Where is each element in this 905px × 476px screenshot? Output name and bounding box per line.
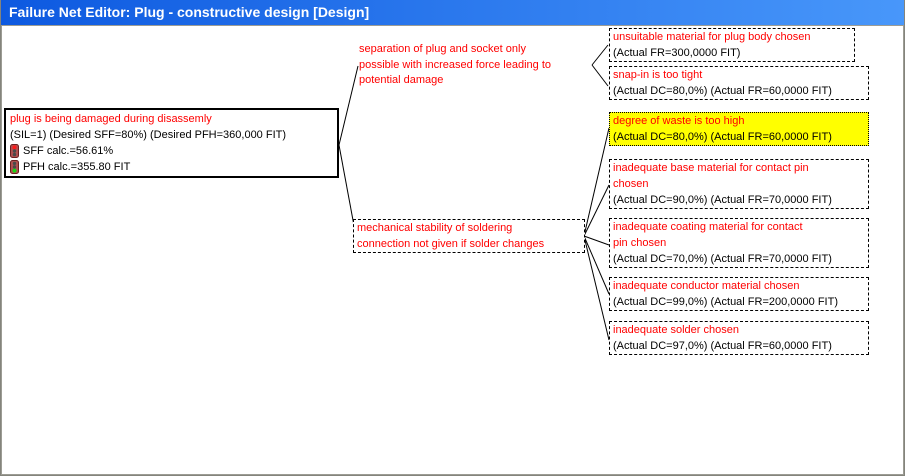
cause-detail: (Actual DC=90,0%) (Actual FR=70,0000 FIT… (613, 194, 832, 206)
root-failure-node[interactable]: plug is being damaged during disassemly … (4, 108, 339, 178)
cause-title: inadequate conductor material chosen (613, 280, 800, 292)
cause-node-solder[interactable]: inadequate solder chosen (Actual DC=97,0… (609, 321, 869, 355)
cause-detail: (Actual DC=97,0%) (Actual FR=60,0000 FIT… (613, 340, 832, 352)
cause-node-degree-of-waste-selected[interactable]: degree of waste is too high (Actual DC=8… (609, 112, 869, 146)
cause-detail: (Actual FR=300,0000 FIT) (613, 47, 741, 59)
cause-title: unsuitable material for plug body chosen (613, 31, 811, 43)
root-failure-requirements: (SIL=1) (Desired SFF=80%) (Desired PFH=3… (10, 129, 287, 141)
sff-calc-value: SFF calc.=56.61% (23, 145, 114, 157)
window-title: Failure Net Editor: Plug - constructive … (1, 0, 904, 25)
cause-node-unsuitable-material[interactable]: unsuitable material for plug body chosen… (609, 28, 855, 62)
root-failure-title: plug is being damaged during disassemly (10, 113, 212, 125)
sff-metric-row: SFF calc.=56.61% (10, 143, 333, 159)
cause-title: inadequate base material for contact pin… (613, 162, 809, 190)
cause-detail: (Actual DC=80,0%) (Actual FR=60,0000 FIT… (613, 131, 832, 143)
mid-failure-node-soldering[interactable]: mechanical stability of soldering connec… (353, 219, 585, 253)
cause-title: inadequate coating material for contact … (613, 221, 803, 249)
cause-detail: (Actual DC=99,0%) (Actual FR=200,0000 FI… (613, 296, 838, 308)
traffic-light-green-icon (10, 160, 19, 174)
pfh-metric-row: PFH calc.=355.80 FIT (10, 159, 333, 175)
cause-title: inadequate solder chosen (613, 324, 739, 336)
cause-title: snap-in is too tight (613, 69, 703, 81)
traffic-light-red-icon (10, 144, 19, 158)
mid-failure-node-separation[interactable]: separation of plug and socket only possi… (359, 43, 552, 86)
cause-node-snap-in-tight[interactable]: snap-in is too tight (Actual DC=80,0%) (… (609, 66, 869, 100)
cause-title: degree of waste is too high (613, 115, 745, 127)
cause-node-conductor-material[interactable]: inadequate conductor material chosen (Ac… (609, 277, 869, 311)
pfh-calc-value: PFH calc.=355.80 FIT (23, 161, 131, 173)
cause-node-coating-material[interactable]: inadequate coating material for contact … (609, 218, 869, 268)
cause-detail: (Actual DC=80,0%) (Actual FR=60,0000 FIT… (613, 85, 832, 97)
cause-detail: (Actual DC=70,0%) (Actual FR=70,0000 FIT… (613, 253, 832, 265)
cause-node-base-material[interactable]: inadequate base material for contact pin… (609, 159, 869, 209)
